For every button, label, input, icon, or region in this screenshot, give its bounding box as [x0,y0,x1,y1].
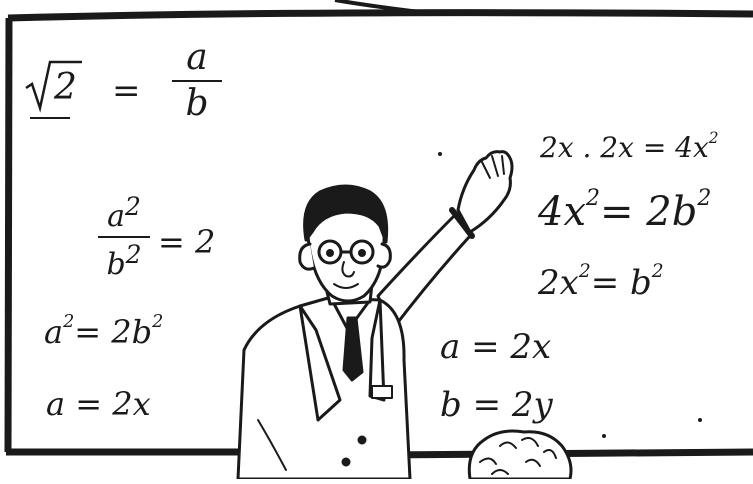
teacher-jacket-pocket [371,385,393,399]
chalkboard-left-edge [4,17,13,453]
teacher-ear-right [376,242,392,269]
teacher-lapel-right [368,298,386,402]
fraction-a-over-b: a b [172,40,222,122]
equation-a-equals-2x-right: a = 2x [440,327,552,367]
fraction-bar [172,80,222,82]
teacher-finger-lines [481,155,505,179]
chalkboard-top-edge [7,9,753,22]
teacher [236,150,514,481]
fraction-denominator: b [185,83,209,124]
student-head [467,429,573,481]
sqrt-sign [25,60,82,113]
equals-sign: = [112,71,141,111]
equation-4x2-equals-2b2: 4x2= 2b2 [538,186,712,235]
teacher-tie [342,316,364,382]
fraction2-numerator: a2 [107,192,141,234]
equation-a2-equals-2b2: a2= 2b2 [44,311,164,351]
equation-b-equals-2y: b = 2y [440,385,553,425]
fraction-numerator: a [186,37,208,78]
chalk-dot [602,434,606,438]
chalkboard [4,0,753,459]
student-hair [467,429,573,481]
equation-a-equals-2x-left: a = 2x [46,385,151,423]
equation-frac-equals-2: = 2 [158,223,216,261]
teacher-eye-left [326,249,334,257]
teacher-ear-left [298,242,316,271]
sqrt-radicand: 2 [54,67,77,108]
chalkboard-top-blob [334,0,421,14]
teacher-button-1 [341,457,351,467]
fraction-a2-over-b2: a2 b2 [98,194,150,280]
teacher-lapel-left [298,304,342,422]
fraction2-bar [98,236,150,238]
equation-2x2-equals-b2: 2x2= b2 [538,261,664,303]
chalk-dot [698,418,702,422]
equation-2x-times-2x: 2x . 2x = 4x2 [540,128,719,164]
chalk-dot [438,152,442,156]
fraction2-denominator: b2 [106,240,142,282]
teacher-mouth [333,283,359,289]
teacher-button-2 [357,435,367,445]
student-hair-curls [479,437,557,475]
teacher-hair [303,184,389,244]
teacher-nose [341,261,355,278]
teacher-hand [456,150,514,234]
teacher-jacket-seam [257,419,287,471]
teacher-eye-right [358,249,366,257]
